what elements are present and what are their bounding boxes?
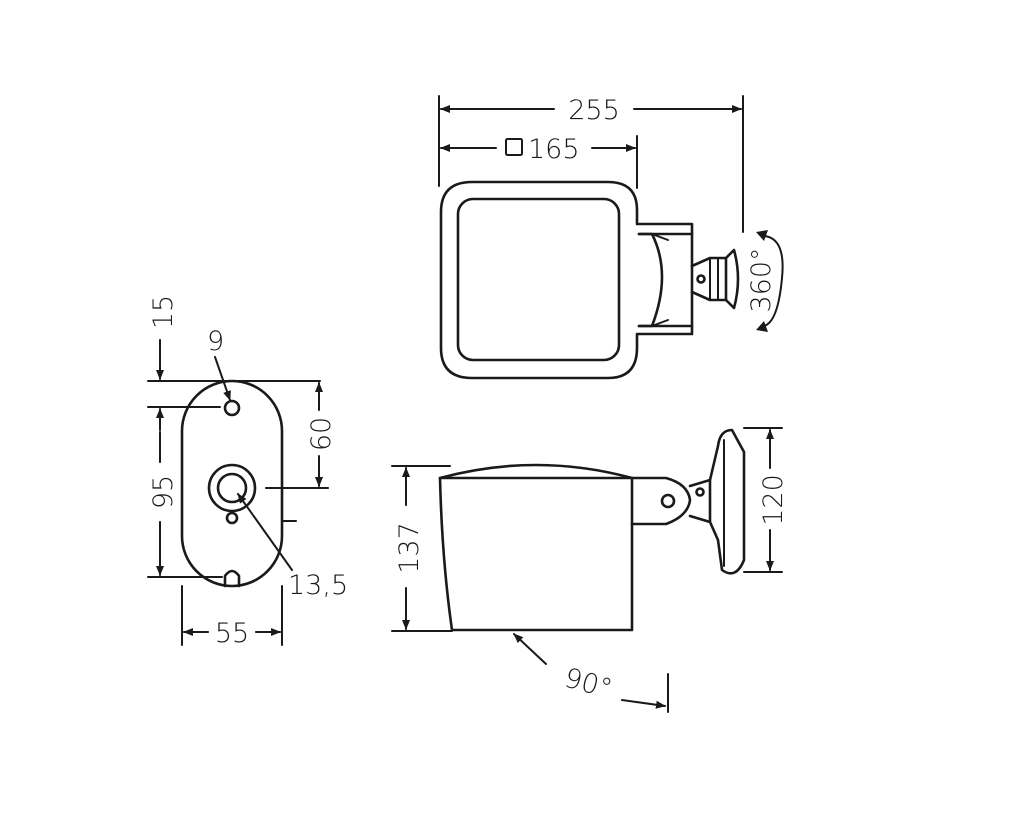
basket-frame-inner	[456, 197, 621, 362]
dim-label-9: 9	[207, 326, 224, 357]
dim-label-55: 55	[215, 618, 249, 649]
large-hole-outer	[207, 463, 257, 513]
pivot-pin	[696, 274, 706, 284]
pivot-bolt	[660, 493, 676, 509]
small-hole	[223, 399, 241, 417]
dim-label-90: 90°	[561, 663, 615, 705]
dim-label-360: 360°	[746, 247, 777, 312]
mounting-plate	[180, 379, 284, 588]
dim-label-255: 255	[568, 95, 620, 126]
large-hole-inner	[216, 472, 248, 504]
keyhole-slot	[223, 569, 241, 588]
bracket-block	[637, 232, 664, 328]
basket-frame-outer	[439, 180, 694, 380]
dim-label-165: 165	[528, 134, 580, 165]
dim-label-15: 15	[148, 295, 179, 329]
dim-label-60: 60	[306, 417, 337, 451]
wall-plate-side	[708, 428, 746, 575]
dim-label-120: 120	[758, 474, 789, 526]
bracket-arm	[630, 476, 692, 526]
dim-label-95: 95	[148, 475, 179, 509]
square-symbol-icon	[505, 138, 523, 156]
swivel-joint	[690, 256, 728, 302]
basket-body	[438, 476, 634, 632]
mounting-plate-view: 15 9 95 60 13,5 55	[147, 295, 348, 649]
dim-label-13-5: 13,5	[288, 570, 348, 601]
side-view: 137 120 90°	[391, 427, 789, 713]
top-view: 255 165 360°	[438, 95, 784, 380]
rotation-arrow	[763, 235, 784, 327]
lid	[438, 463, 634, 480]
dim-label-137: 137	[394, 522, 425, 574]
